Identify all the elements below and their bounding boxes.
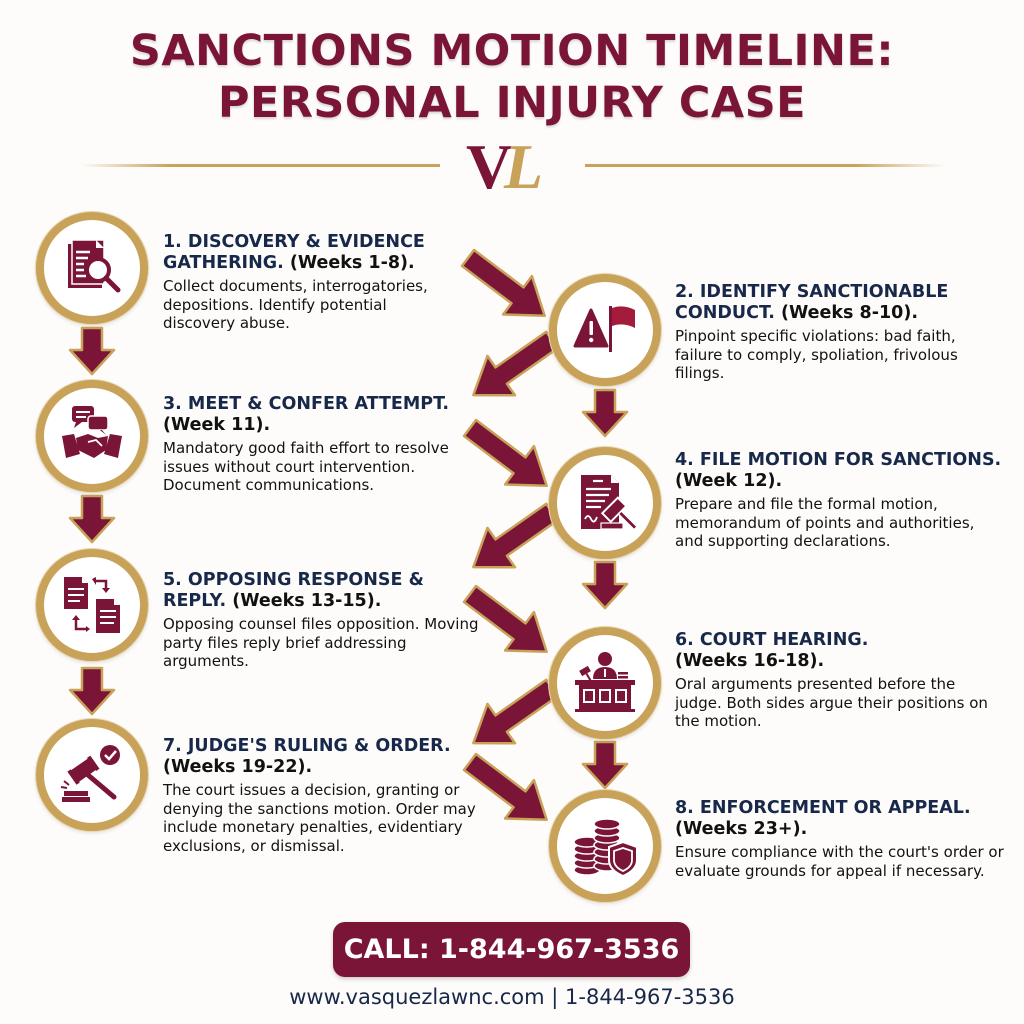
- step-6-weeks: (Weeks 16-18).: [675, 651, 825, 671]
- step-4-title: 4. FILE MOTION FOR SANCTIONS.: [675, 450, 1002, 470]
- call-button[interactable]: CALL: 1-844-967-3536: [333, 922, 690, 977]
- step-8: 8. ENFORCEMENT OR APPEAL. (Weeks 23+). E…: [675, 798, 1005, 880]
- judge-bench-icon: [575, 652, 635, 712]
- logo-v: V: [466, 131, 513, 202]
- logo-l: L: [504, 131, 544, 202]
- step-3-title: 3. MEET & CONFER ATTEMPT.: [163, 394, 450, 414]
- document-search-icon: [68, 239, 121, 293]
- step-5-title: 5. OPPOSING RESPONSE & REPLY.: [163, 570, 424, 611]
- step-2-weeks: (Weeks 8-10).: [780, 303, 918, 323]
- warning-flag-icon: [573, 306, 635, 352]
- step-7: 7. JUDGE'S RULING & ORDER. (Weeks 19-22)…: [163, 736, 483, 855]
- page-title-line-1: SANCTIONS MOTION TIMELINE:: [129, 26, 895, 76]
- step-7-description: The court issues a decision, granting or…: [163, 781, 476, 855]
- arrow-down-1-3: [68, 326, 116, 376]
- arrow-down-2-4: [581, 388, 629, 438]
- step-3-weeks: (Week 11).: [163, 415, 271, 435]
- step-1-node: [36, 212, 148, 324]
- footer-contact[interactable]: www.vasquezlawnc.com | 1-844-967-3536: [289, 985, 735, 1009]
- step-8-description: Ensure compliance with the court's order…: [675, 843, 1004, 880]
- divider-right: [585, 164, 945, 167]
- step-2: 2. IDENTIFY SANCTIONABLE CONDUCT. (Weeks…: [675, 282, 1005, 383]
- step-5-node: [36, 549, 148, 661]
- step-5-description: Opposing counsel files opposition. Movin…: [163, 615, 479, 670]
- step-3-node: [36, 380, 148, 492]
- step-3-description: Mandatory good faith effort to resolve i…: [163, 439, 449, 494]
- page-title-line-2: PERSONAL INJURY CASE: [217, 78, 807, 128]
- arrow-down-6-8: [581, 740, 629, 790]
- step-4-weeks: (Week 12).: [675, 471, 783, 491]
- step-4-description: Prepare and file the formal motion, memo…: [675, 495, 975, 550]
- step-4: 4. FILE MOTION FOR SANCTIONS. (Week 12).…: [675, 450, 1005, 551]
- step-5-heading: 5. OPPOSING RESPONSE & REPLY. (Weeks 13-…: [163, 570, 483, 612]
- step-1-title: 1. DISCOVERY & EVIDENCE GATHERING.: [163, 232, 425, 273]
- step-2-node: [549, 274, 661, 386]
- step-7-heading: 7. JUDGE'S RULING & ORDER. (Weeks 19-22)…: [163, 736, 483, 778]
- step-1-description: Collect documents, interrogatories, depo…: [163, 277, 428, 332]
- arrow-down-4-6: [581, 560, 629, 610]
- step-6-title: 6. COURT HEARING.: [675, 630, 869, 650]
- step-1-heading: 1. DISCOVERY & EVIDENCE GATHERING. (Week…: [163, 232, 463, 274]
- arrow-down-3-5: [68, 494, 116, 544]
- step-1: 1. DISCOVERY & EVIDENCE GATHERING. (Week…: [163, 232, 463, 333]
- handshake-chat-icon: [62, 406, 122, 458]
- step-1-weeks: (Weeks 1-8).: [289, 253, 415, 273]
- step-4-heading: 4. FILE MOTION FOR SANCTIONS. (Week 12).: [675, 450, 1005, 492]
- step-6: 6. COURT HEARING. (Weeks 16-18). Oral ar…: [675, 630, 995, 731]
- step-8-weeks: (Weeks 23+).: [675, 819, 808, 839]
- step-3: 3. MEET & CONFER ATTEMPT. (Week 11). Man…: [163, 394, 493, 495]
- step-7-title: 7. JUDGE'S RULING & ORDER.: [163, 736, 451, 756]
- step-2-heading: 2. IDENTIFY SANCTIONABLE CONDUCT. (Weeks…: [675, 282, 1005, 324]
- step-8-node: [549, 790, 661, 902]
- logo: V L: [462, 131, 562, 202]
- step-7-node: [36, 719, 148, 831]
- step-7-weeks: (Weeks 19-22).: [163, 757, 313, 777]
- step-4-node: [549, 447, 661, 559]
- arrow-down-5-7: [68, 666, 116, 716]
- step-6-node: [549, 627, 661, 739]
- step-8-title: 8. ENFORCEMENT OR APPEAL.: [675, 798, 971, 818]
- document-exchange-icon: [64, 577, 120, 633]
- step-6-description: Oral arguments presented before the judg…: [675, 675, 988, 730]
- document-gavel-icon: [581, 475, 638, 531]
- step-2-description: Pinpoint specific violations: bad faith,…: [675, 327, 958, 382]
- step-8-heading: 8. ENFORCEMENT OR APPEAL. (Weeks 23+).: [675, 798, 1005, 840]
- divider-left: [80, 164, 440, 167]
- gavel-check-icon: [60, 745, 120, 802]
- step-3-heading: 3. MEET & CONFER ATTEMPT. (Week 11).: [163, 394, 493, 436]
- arrow-1-2: [452, 237, 561, 337]
- step-5-weeks: (Weeks 13-15).: [232, 591, 382, 611]
- step-6-heading: 6. COURT HEARING. (Weeks 16-18).: [675, 630, 995, 672]
- coins-shield-icon: [573, 818, 638, 878]
- step-2-title: 2. IDENTIFY SANCTIONABLE CONDUCT.: [675, 282, 949, 323]
- step-5: 5. OPPOSING RESPONSE & REPLY. (Weeks 13-…: [163, 570, 483, 671]
